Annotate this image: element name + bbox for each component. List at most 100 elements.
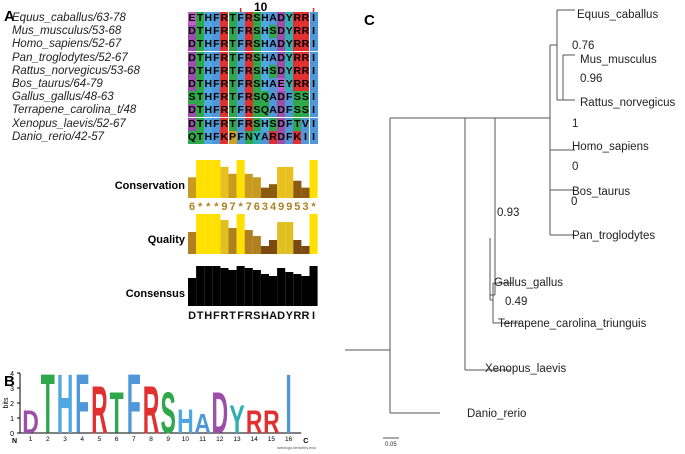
residue-cell: H — [260, 25, 269, 39]
consensus-bar — [244, 268, 253, 306]
residue-cell: R — [220, 91, 229, 105]
residue-cell: H — [260, 38, 269, 52]
residue-cell: R — [244, 25, 253, 39]
residue-cell: D — [277, 25, 286, 39]
residue-cell: D — [277, 64, 286, 78]
residue-cell: F — [236, 25, 245, 39]
conservation-score: 7 — [246, 201, 252, 213]
residue-cell: S — [269, 25, 278, 39]
conservation-bar — [236, 160, 245, 198]
residue-cell: R — [220, 51, 229, 65]
residue-cell: D — [277, 51, 286, 65]
conservation-score: 3 — [302, 201, 308, 213]
residue-cell: R — [301, 78, 310, 91]
residue-cell: I — [301, 130, 310, 144]
consensus-letter: H — [204, 310, 212, 322]
panel-c-letter: C — [364, 12, 375, 29]
consensus-letter: R — [220, 310, 228, 322]
logo-letter: F — [75, 364, 89, 452]
sequence-name: Rattus_norvegicus/53-68 — [12, 64, 140, 77]
quality-bar — [309, 214, 318, 254]
residue-cell: R — [301, 25, 310, 39]
residue-cell: Y — [285, 78, 294, 91]
logo-position-label: 6 — [115, 436, 119, 443]
residue-cell: A — [269, 104, 278, 118]
quality-bar — [244, 230, 253, 254]
residue-cell: T — [228, 78, 237, 91]
residue-cell: D — [277, 130, 286, 144]
logo-position-label: 11 — [199, 436, 206, 443]
logo-letter: R — [246, 404, 263, 440]
residue-cell: Y — [285, 51, 294, 65]
residue-cell: F — [212, 12, 221, 25]
conservation-bar — [309, 160, 318, 198]
consensus-bar — [220, 268, 229, 306]
residue-cell: F — [212, 104, 221, 118]
consensus-letter: F — [237, 310, 244, 322]
sequence-name: Xenopus_laevis/52-67 — [12, 117, 126, 130]
support-value: 0.93 — [497, 207, 520, 219]
residue-cell: F — [212, 78, 221, 91]
consensus-letter: R — [293, 310, 301, 322]
residue-cell: F — [236, 78, 245, 91]
phylogenetic-tree — [345, 9, 575, 439]
residue-cell: R — [244, 117, 253, 131]
conservation-bar — [252, 177, 261, 198]
quality-bar — [269, 240, 278, 254]
logo-letter: T — [41, 364, 55, 452]
quality-bar — [204, 214, 213, 254]
consensus-bar — [196, 266, 205, 306]
logo-letter: A — [194, 409, 211, 440]
consensus-bar — [293, 274, 302, 306]
residue-cell: I — [309, 25, 318, 39]
residue-cell: H — [260, 12, 269, 25]
sequence-name: Danio_rerio/42-57 — [12, 130, 105, 143]
logo-position-label: 13 — [233, 436, 241, 443]
quality-bar — [212, 214, 221, 254]
logo-y-tick-label: 0 — [10, 431, 14, 438]
conservation-bar — [196, 160, 205, 198]
residue-cell: A — [269, 51, 278, 65]
residue-cell: T — [196, 38, 205, 52]
panel-a-letter: A — [4, 8, 15, 25]
residue-cell: I — [309, 104, 318, 118]
residue-cell: R — [220, 78, 229, 91]
consensus-letter: T — [229, 310, 236, 322]
logo-y-tick-label: 2 — [10, 401, 14, 408]
residue-cell: H — [260, 78, 269, 91]
logo-y-label: bits — [3, 397, 10, 408]
logo-position-label: 1 — [29, 436, 33, 443]
taxon-label: Terrapene_carolina_triunguis — [498, 318, 647, 330]
residue-cell: A — [269, 12, 278, 25]
consensus-bar — [285, 272, 294, 306]
residue-cell: S — [293, 91, 302, 105]
residue-cell: F — [285, 117, 294, 131]
quality-bar — [260, 246, 269, 254]
residue-cell: F — [236, 51, 245, 65]
taxon-label: Danio_rerio — [467, 408, 527, 420]
quality-label: Quality — [147, 234, 185, 246]
residue-cell: F — [212, 25, 221, 39]
logo-position-label: 12 — [216, 436, 224, 443]
conservation-bar — [277, 166, 286, 198]
residue-cell: F — [236, 117, 245, 131]
residue-cell: T — [196, 12, 205, 25]
support-value: 0.49 — [505, 296, 528, 308]
residue-cell: Y — [285, 64, 294, 78]
logo-c-terminus: C — [303, 438, 308, 445]
conservation-bar — [269, 184, 278, 198]
conservation-bar — [260, 187, 269, 198]
consensus-bar — [269, 276, 278, 306]
support-value: 0.96 — [580, 73, 603, 85]
residue-cell: H — [204, 64, 213, 78]
support-value: 1 — [572, 118, 579, 130]
residue-cell: F — [285, 130, 294, 144]
residue-cell: D — [277, 104, 286, 118]
conservation-bar — [204, 160, 213, 198]
residue-cell: R — [244, 104, 253, 118]
residue-cell: P — [228, 130, 237, 144]
taxon-label: Bos_taurus — [572, 186, 631, 198]
residue-cell: R — [293, 12, 302, 25]
